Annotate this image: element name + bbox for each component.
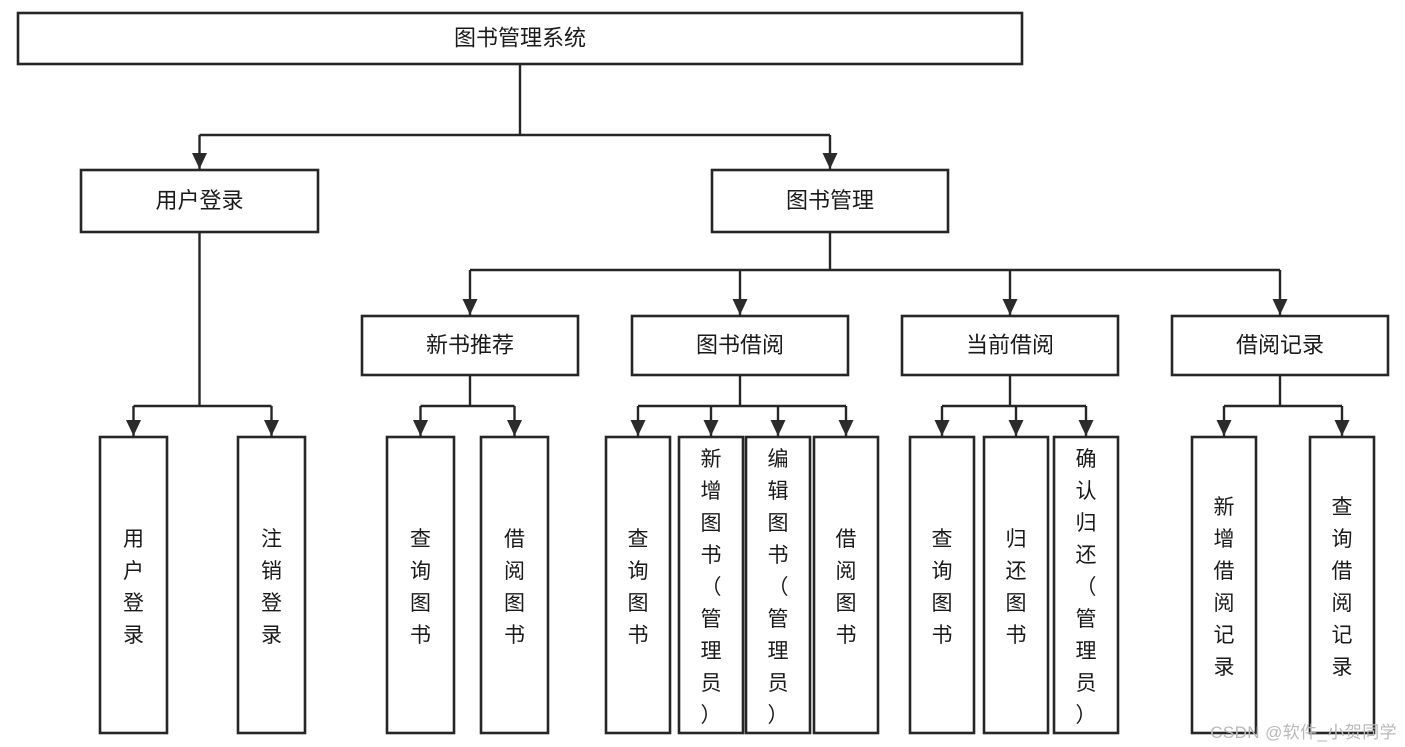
node-box[interactable] — [98, 435, 169, 735]
node-leaf-borrow-book-1[interactable]: 借阅图书 — [479, 435, 550, 735]
node-new-book-rec[interactable]: 新书推荐 — [360, 314, 580, 377]
connector-layer — [126, 64, 1350, 436]
node-box[interactable] — [1308, 435, 1376, 735]
node-leaf-return-book[interactable]: 归还图书 — [982, 435, 1050, 735]
node-box[interactable] — [1052, 435, 1120, 735]
node-box[interactable] — [385, 435, 456, 735]
node-label: 借阅图书 — [504, 528, 525, 647]
node-label: 用户登录 — [123, 528, 144, 647]
arrow-head-icon — [192, 153, 207, 169]
arrow-head-icon — [732, 299, 748, 315]
arrow-head-icon — [462, 299, 478, 315]
node-box[interactable] — [1190, 435, 1258, 735]
node-box[interactable] — [236, 435, 307, 735]
node-box[interactable] — [479, 435, 550, 735]
arrow-head-icon — [1216, 420, 1232, 436]
node-leaf-logout[interactable]: 注销登录 — [236, 435, 307, 735]
node-leaf-add-book[interactable]: 新增图书（管理员） — [677, 435, 745, 735]
node-box[interactable] — [744, 435, 812, 735]
node-label: 查询图书 — [410, 528, 431, 647]
arrow-head-icon — [934, 420, 950, 436]
node-label: 查询图书 — [932, 528, 953, 647]
node-box[interactable] — [812, 435, 880, 735]
node-label: 确认归还（管理员） — [1076, 448, 1097, 727]
node-label: 归还图书 — [1006, 528, 1027, 647]
node-label: 当前借阅 — [966, 332, 1054, 357]
node-box[interactable] — [710, 168, 950, 234]
node-box[interactable] — [900, 314, 1120, 377]
connector-group — [630, 375, 854, 436]
arrow-head-icon — [838, 420, 854, 436]
arrow-head-icon — [770, 420, 786, 436]
arrow-head-icon — [822, 153, 838, 169]
node-leaf-confirm-return[interactable]: 确认归还（管理员） — [1052, 435, 1120, 735]
arrow-head-icon — [1002, 299, 1018, 315]
node-layer: 图书管理系统用户登录图书管理新书推荐图书借阅当前借阅借阅记录用户登录注销登录查询… — [16, 11, 1390, 735]
node-box[interactable] — [677, 435, 745, 735]
connector-group — [462, 232, 1288, 315]
node-label: 图书管理系统 — [454, 25, 586, 50]
arrow-head-icon — [703, 420, 719, 436]
node-root[interactable]: 图书管理系统 — [16, 11, 1024, 66]
connector-group — [1216, 375, 1350, 436]
arrow-head-icon — [630, 420, 646, 436]
arrow-head-icon — [264, 420, 279, 436]
node-label: 查询借阅记录 — [1332, 496, 1353, 679]
arrow-head-icon — [1078, 420, 1094, 436]
connector-group — [934, 375, 1094, 436]
node-label: 新增借阅记录 — [1214, 496, 1235, 679]
node-label: 查询图书 — [628, 528, 649, 647]
node-leaf-query-book-1[interactable]: 查询图书 — [385, 435, 456, 735]
node-leaf-query-record[interactable]: 查询借阅记录 — [1308, 435, 1376, 735]
node-book-manage[interactable]: 图书管理 — [710, 168, 950, 234]
node-box[interactable] — [982, 435, 1050, 735]
arrow-head-icon — [507, 420, 522, 436]
arrow-head-icon — [1008, 420, 1024, 436]
node-label: 新增图书（管理员） — [701, 448, 722, 727]
node-user-login[interactable]: 用户登录 — [79, 168, 320, 234]
node-leaf-borrow-book-2[interactable]: 借阅图书 — [812, 435, 880, 735]
arrow-head-icon — [126, 420, 141, 436]
node-book-borrow[interactable]: 图书借阅 — [630, 314, 850, 377]
node-label: 借阅记录 — [1236, 332, 1324, 357]
node-box[interactable] — [16, 11, 1024, 66]
node-box[interactable] — [908, 435, 976, 735]
node-label: 图书借阅 — [696, 332, 784, 357]
node-leaf-user-login[interactable]: 用户登录 — [98, 435, 169, 735]
node-current-borrow[interactable]: 当前借阅 — [900, 314, 1120, 377]
node-label: 用户登录 — [155, 188, 243, 213]
node-label: 借阅图书 — [836, 528, 857, 647]
arrow-head-icon — [1272, 299, 1288, 315]
arrow-head-icon — [413, 420, 428, 436]
node-label: 图书管理 — [786, 188, 874, 213]
node-box[interactable] — [630, 314, 850, 377]
node-leaf-edit-book[interactable]: 编辑图书（管理员） — [744, 435, 812, 735]
node-leaf-query-book-2[interactable]: 查询图书 — [604, 435, 672, 735]
node-label: 新书推荐 — [426, 332, 514, 357]
node-box[interactable] — [79, 168, 320, 234]
node-leaf-query-book-3[interactable]: 查询图书 — [908, 435, 976, 735]
node-box[interactable] — [1170, 314, 1390, 377]
node-leaf-add-record[interactable]: 新增借阅记录 — [1190, 435, 1258, 735]
node-box[interactable] — [604, 435, 672, 735]
node-label: 编辑图书（管理员） — [768, 448, 789, 727]
connector-group — [126, 232, 279, 436]
connector-group — [192, 64, 838, 169]
node-borrow-record[interactable]: 借阅记录 — [1170, 314, 1390, 377]
node-label: 注销登录 — [261, 528, 282, 647]
connector-group — [413, 375, 522, 436]
node-box[interactable] — [360, 314, 580, 377]
arrow-head-icon — [1334, 420, 1350, 436]
